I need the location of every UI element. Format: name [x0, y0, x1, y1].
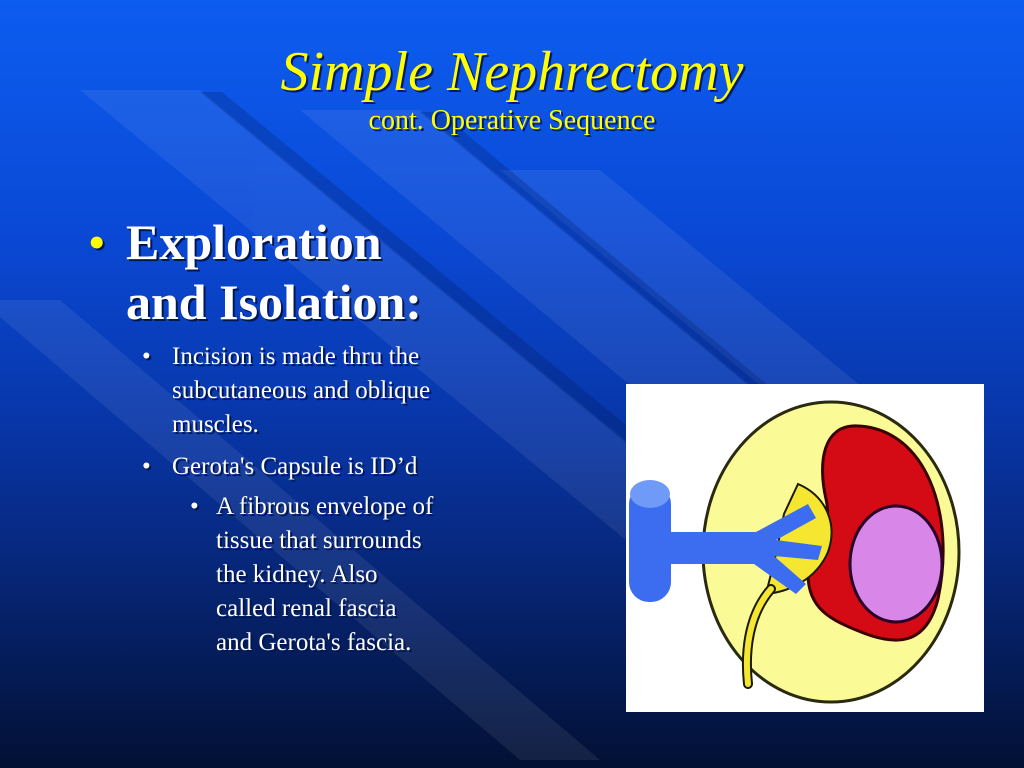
kidney-diagram — [626, 384, 984, 712]
slide-content: • Exploration and Isolation: • Incision … — [88, 212, 558, 660]
vena-cava — [629, 484, 671, 602]
slide-subtitle: cont. Operative Sequence — [368, 105, 656, 136]
vena-cava-top — [630, 480, 670, 508]
sub-bullet-line: called renal fascia — [216, 595, 397, 622]
bullet-marker: • — [142, 343, 151, 370]
bullet-line: muscles. — [172, 411, 259, 438]
sub-bullet-line: A fibrous envelope of — [216, 493, 434, 520]
bullet-item-incision: • Incision is made thru the subcutaneous… — [142, 340, 558, 442]
heading-line-2: and Isolation: — [126, 274, 422, 330]
sub-bullet-item-fascia: • A fibrous envelope of tissue that surr… — [190, 490, 516, 660]
heading-bullet-item: • Exploration and Isolation: — [88, 212, 506, 332]
ureter-fill — [743, 586, 774, 687]
bullet-line: Gerota's Capsule is ID’d — [172, 453, 418, 480]
title-block: Simple Nephrectomy cont. Operative Seque… — [0, 40, 1024, 138]
heading-line-1: Exploration — [126, 214, 382, 270]
sub-bullet-line: tissue that surrounds — [216, 527, 422, 554]
renal-vein — [668, 504, 822, 594]
bullet-item-gerota: • Gerota's Capsule is ID’d — [142, 450, 558, 484]
kidney-diagram-icon — [629, 400, 961, 704]
renal-mass — [848, 504, 944, 624]
heading-bullet-marker: • — [88, 214, 106, 270]
bullet-line: subcutaneous and oblique — [172, 377, 431, 404]
sub-bullet-marker: • — [190, 493, 199, 520]
bullet-marker: • — [142, 453, 151, 480]
sub-bullet-line: the kidney. Also — [216, 561, 378, 588]
sub-bullet-line: and Gerota's fascia. — [216, 629, 412, 656]
slide-title: Simple Nephrectomy — [280, 41, 744, 103]
bullet-line: Incision is made thru the — [172, 343, 420, 370]
